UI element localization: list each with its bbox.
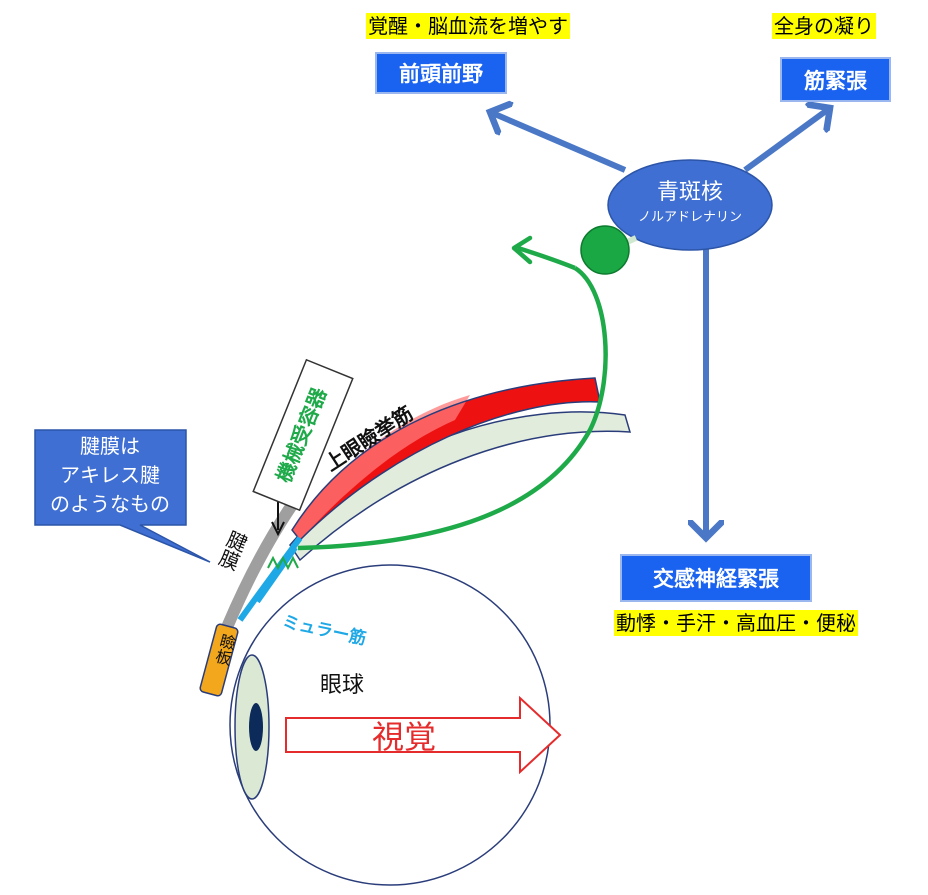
frontal-note: 覚醒・脳血流を増やす [366, 13, 570, 39]
callout-line-2: アキレス腱 [60, 463, 160, 487]
arrow-to-frontal [490, 112, 627, 173]
frontal-box: 前頭前野 [375, 52, 507, 94]
callout-line-1: 腱膜は [80, 434, 140, 458]
tarsus-plate [199, 623, 239, 697]
sympathetic-box: 交感神経緊張 [620, 554, 812, 602]
nerve-arrowhead [511, 235, 533, 265]
callout-line-3: のようなもの [50, 492, 170, 516]
levator-outline [291, 377, 601, 542]
neuron-cell-body [580, 225, 630, 275]
pupil [249, 703, 263, 751]
muscle-box: 筋緊張 [780, 57, 891, 102]
mechanoreceptor-coil [267, 555, 299, 571]
aponeurosis-band [222, 499, 298, 631]
mechanoreceptor-box [252, 358, 354, 512]
arrow-to-muscle [743, 108, 830, 173]
locus-coeruleus-oval [607, 159, 773, 251]
sympathetic-note: 動悸・手汗・高血圧・便秘 [614, 610, 858, 636]
vision-arrow [285, 695, 562, 775]
callout-box [34, 429, 211, 563]
nucleus-name: 青斑核 [656, 180, 723, 205]
muller-muscle [237, 536, 303, 622]
levator-pale-segment [292, 395, 470, 540]
nerve-to-arrow [517, 245, 576, 271]
vision-label: 視覚 [372, 718, 437, 756]
nucleus-transmitter: ノルアドレナリン [637, 210, 742, 225]
callout-text: 腱膜は アキレス腱 のようなもの [35, 432, 185, 519]
nerve-path [297, 266, 608, 551]
muller-muscle-inner [256, 546, 298, 604]
eyeball-label: 眼球 [320, 673, 365, 698]
muscle-note: 全身の凝り [772, 13, 876, 39]
receptor-pointer-head [271, 521, 285, 537]
